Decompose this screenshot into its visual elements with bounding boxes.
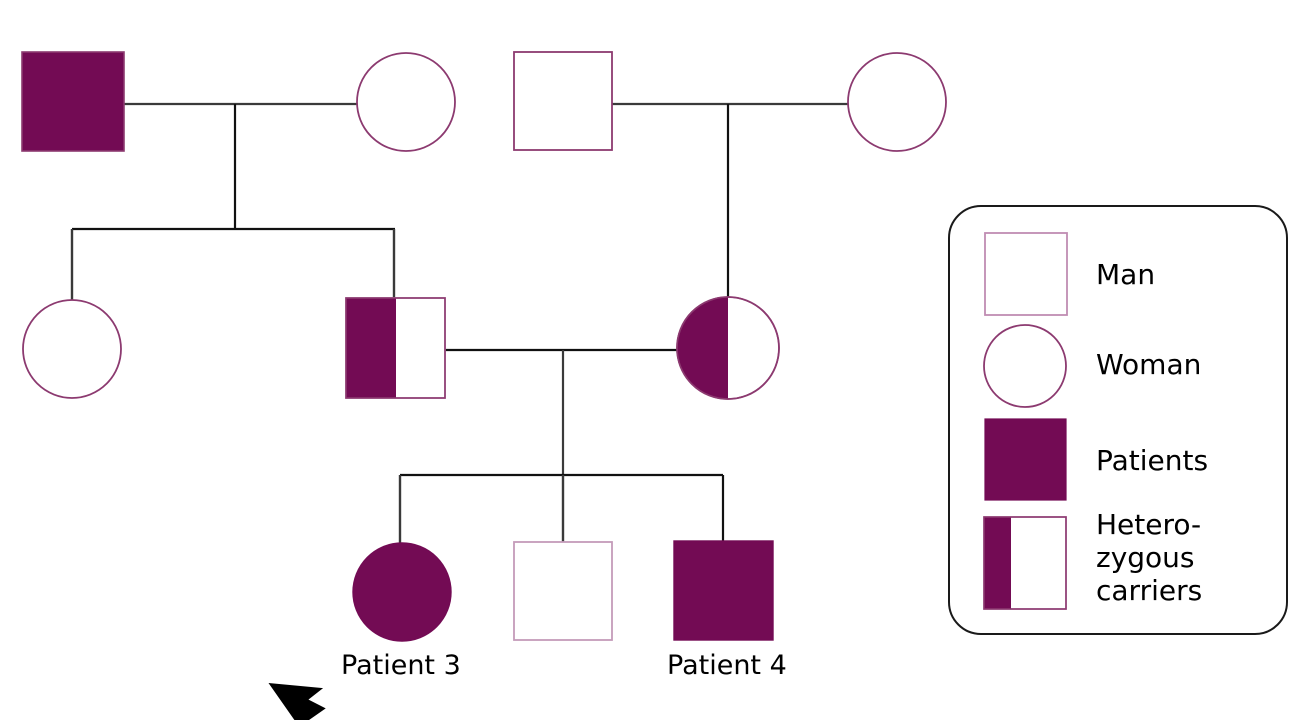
legend-label-patients: Patients [1096,444,1209,477]
generation-3-group [352,540,774,642]
individual-I-2-unaffected-female-circle[interactable] [356,52,456,152]
legend-swatch-man-square [984,232,1068,316]
carrier-square-filled-half [346,298,396,398]
generation-2-group [22,296,780,400]
individual-III-1-affected-female-circle[interactable] [352,542,452,642]
legend-label-carriers: Hetero- zygous carriers [1096,508,1203,608]
legend-panel [948,205,1288,635]
individual-II-2-carrier-male-square[interactable] [345,297,446,399]
individual-label-patient-3: Patient 3 [341,650,461,681]
legend-carrier-border [983,516,1067,610]
cursor-arrow-shape [268,683,326,720]
individual-II-3-carrier-female-circle[interactable] [676,296,780,400]
individual-label-patient-4: Patient 4 [667,650,787,681]
individual-I-4-unaffected-female-circle[interactable] [847,52,947,152]
carrier-circle-filled-half [677,297,728,399]
individual-I-3-unaffected-male-square[interactable] [513,51,613,151]
legend-swatch-patients-square [984,418,1067,501]
legend-swatch-carriers-square [983,516,1067,610]
carrier-square-border [345,297,446,399]
mouse-pointer-icon [268,683,326,720]
generation-1-group [21,51,947,152]
legend-swatch-woman-circle [983,324,1067,408]
individual-II-1-unaffected-female-circle[interactable] [22,299,122,399]
connector-lines [70,102,849,546]
individual-III-2-unaffected-male-square[interactable] [513,541,613,641]
legend-carrier-filled-half [984,517,1011,609]
individual-I-1-affected-male-square[interactable] [21,51,125,152]
carrier-circle-border [676,296,780,400]
individual-III-3-affected-male-square[interactable] [673,540,774,641]
legend-label-man: Man [1096,258,1156,291]
legend-label-woman: Woman [1096,348,1202,381]
